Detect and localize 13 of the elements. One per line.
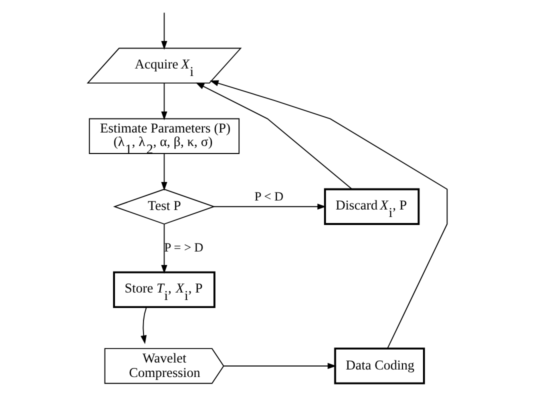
arrow xyxy=(209,80,448,350)
arrow xyxy=(212,204,326,210)
arrow xyxy=(160,82,167,120)
arrow xyxy=(160,12,167,50)
arrow xyxy=(195,82,352,190)
arrow xyxy=(160,224,167,274)
edge-label: P = > D xyxy=(164,240,203,254)
node-diamond: Test P xyxy=(112,188,215,225)
node-box: Data Coding xyxy=(334,348,424,384)
arrow xyxy=(222,362,336,369)
edge-label: P < D xyxy=(254,189,283,204)
arrow xyxy=(140,306,146,344)
arrow xyxy=(160,153,167,191)
